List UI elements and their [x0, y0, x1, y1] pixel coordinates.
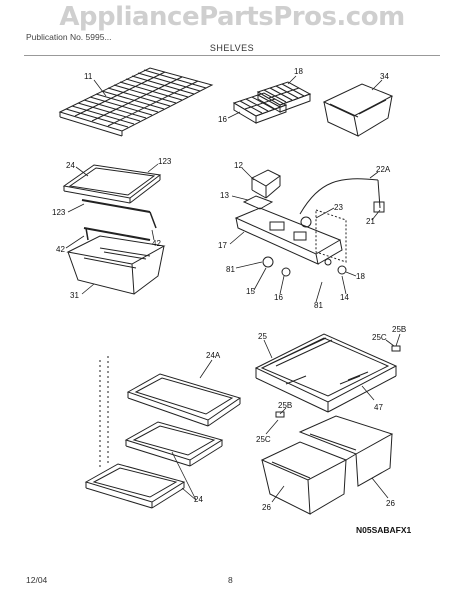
callout-17: 17 [218, 241, 227, 250]
small-crisper-bin [322, 83, 394, 137]
footer-page-number: 8 [228, 575, 233, 585]
callout-31: 31 [70, 291, 79, 300]
callout-25: 25 [258, 332, 267, 341]
stacked-glass-shelves [84, 356, 242, 509]
callout-25C-top: 25C [372, 333, 387, 342]
watermark: AppliancePartsPros.com [59, 2, 405, 32]
callout-81-bottom: 81 [314, 301, 323, 310]
callout-81-left: 81 [226, 265, 235, 274]
callout-34: 34 [380, 72, 389, 81]
glass-shelf-assembly [62, 164, 166, 295]
callout-26-right: 26 [386, 499, 395, 508]
callout-123-left: 123 [52, 208, 66, 217]
crisper-drawers [260, 415, 394, 515]
diagram-code: N05SABAFX1 [356, 525, 412, 535]
callout-123-top: 123 [158, 157, 172, 166]
callout-12: 12 [234, 161, 243, 170]
callout-11: 11 [84, 72, 93, 81]
callout-24: 24 [66, 161, 75, 170]
publication-number: Publication No. 5995... [26, 32, 112, 42]
callout-24A: 24A [206, 351, 221, 360]
page-title: SHELVES [209, 43, 255, 53]
callout-16-bottom: 16 [274, 293, 283, 302]
wire-shelf [58, 67, 214, 137]
callout-25B-bottom: 25B [278, 401, 292, 410]
callout-14: 14 [340, 293, 349, 302]
callout-42-left: 42 [56, 245, 65, 254]
callout-26-left: 26 [262, 503, 271, 512]
crisper-cover [254, 333, 401, 418]
callout-25C-bottom: 25C [256, 435, 271, 444]
leader-lines [65, 75, 401, 503]
callout-18-right: 18 [356, 272, 365, 281]
ice-trays [232, 81, 312, 124]
callout-21: 21 [366, 217, 375, 226]
header-rule [24, 55, 440, 56]
control-housing-assembly [234, 169, 385, 277]
callout-23: 23 [334, 203, 343, 212]
callout-24-bottom: 24 [194, 495, 203, 504]
callout-47: 47 [374, 403, 383, 412]
callout-13: 13 [220, 191, 229, 200]
callout-16: 16 [218, 115, 227, 124]
callout-42-right: 42 [152, 239, 161, 248]
callout-25B-top: 25B [392, 325, 406, 334]
callout-18: 18 [294, 67, 303, 76]
footer-date: 12/04 [26, 575, 48, 585]
callout-22A: 22A [376, 165, 391, 174]
callout-15: 15 [246, 287, 255, 296]
